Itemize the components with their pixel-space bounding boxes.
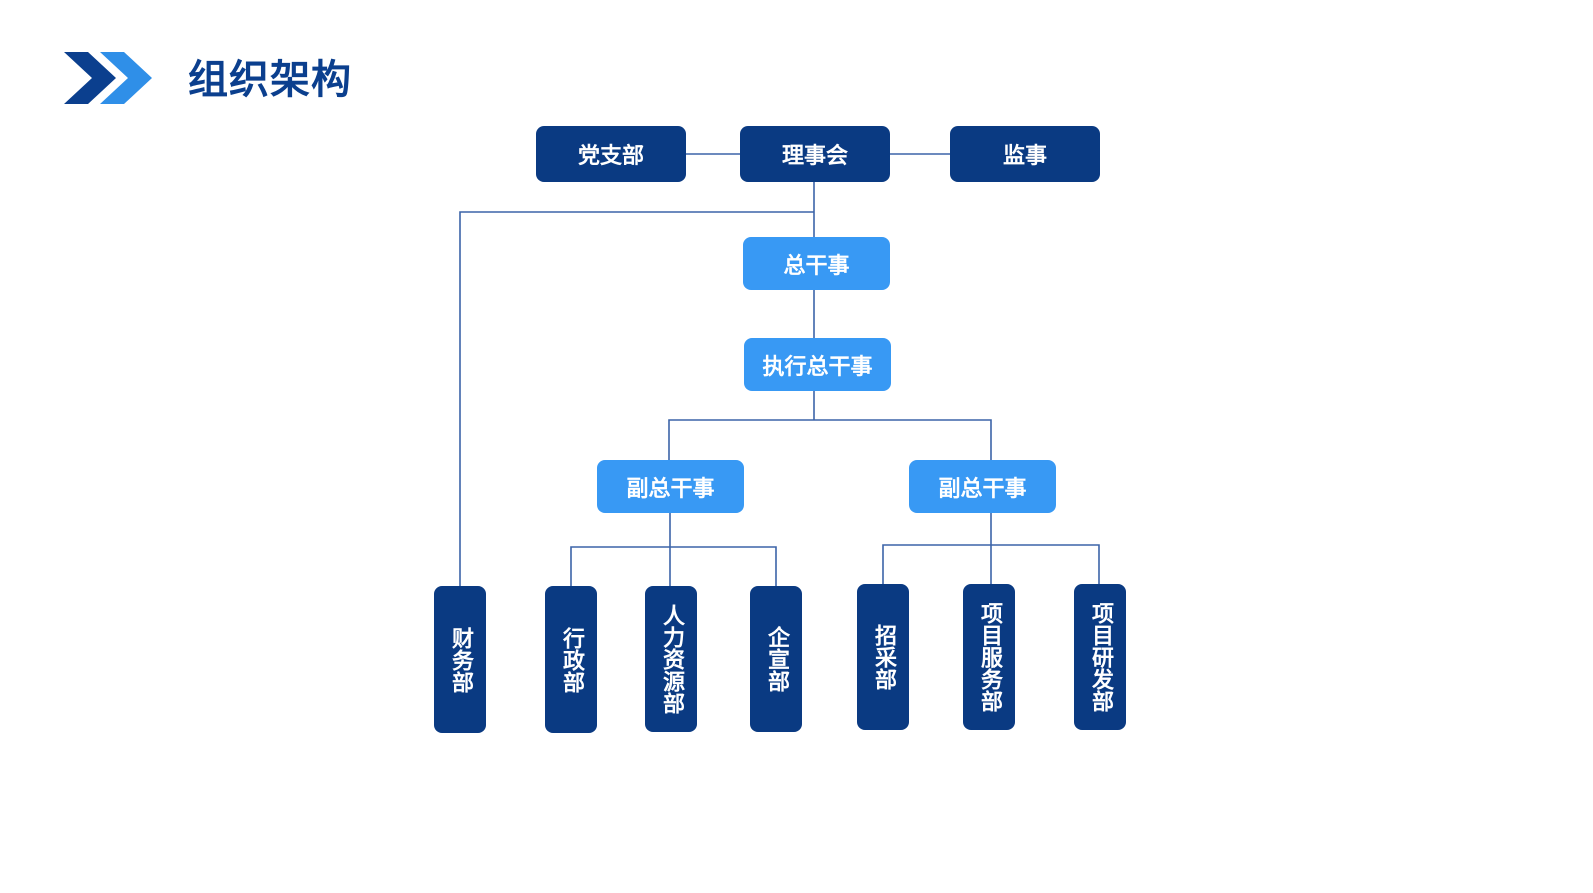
deputy-secretary-right-label: 副总干事 bbox=[938, 476, 1027, 502]
supervisor-box: 监事 bbox=[950, 126, 1100, 182]
deputy-secretary-left-box: 副总干事 bbox=[597, 460, 744, 513]
project-service-department-box: 项目服务部 bbox=[963, 584, 1015, 730]
finance-department-box: 财务部 bbox=[434, 586, 486, 733]
project-rd-department-label: 项目研发部 bbox=[1088, 602, 1113, 712]
party-branch-box: 党支部 bbox=[536, 126, 686, 182]
party-branch-label: 党支部 bbox=[577, 144, 644, 169]
procurement-department-label: 招采部 bbox=[871, 624, 896, 690]
supervisor-label: 监事 bbox=[1002, 144, 1047, 169]
hr-department-label: 人力资源部 bbox=[659, 604, 684, 714]
hr-department-box: 人力资源部 bbox=[645, 586, 697, 732]
brand-department-box: 企宣部 bbox=[750, 586, 802, 732]
admin-department-box: 行政部 bbox=[545, 586, 597, 733]
page-title: 组织架构 bbox=[188, 57, 352, 103]
council-box: 理事会 bbox=[740, 126, 890, 182]
deputy-secretary-right-box: 副总干事 bbox=[909, 460, 1056, 513]
admin-department-label: 行政部 bbox=[559, 626, 584, 693]
brand-department-label: 企宣部 bbox=[764, 626, 789, 692]
executive-secretary-general-box: 执行总干事 bbox=[744, 338, 891, 391]
project-service-department-label: 项目服务部 bbox=[977, 602, 1002, 712]
procurement-department-box: 招采部 bbox=[857, 584, 909, 730]
secretary-general-label: 总干事 bbox=[783, 253, 850, 279]
double-chevron-right-icon bbox=[64, 52, 152, 104]
council-label: 理事会 bbox=[781, 144, 848, 169]
finance-department-label: 财务部 bbox=[448, 626, 473, 693]
secretary-general-box: 总干事 bbox=[743, 237, 890, 290]
executive-secretary-general-label: 执行总干事 bbox=[762, 354, 873, 380]
project-rd-department-box: 项目研发部 bbox=[1074, 584, 1126, 730]
deputy-secretary-left-label: 副总干事 bbox=[626, 476, 715, 502]
